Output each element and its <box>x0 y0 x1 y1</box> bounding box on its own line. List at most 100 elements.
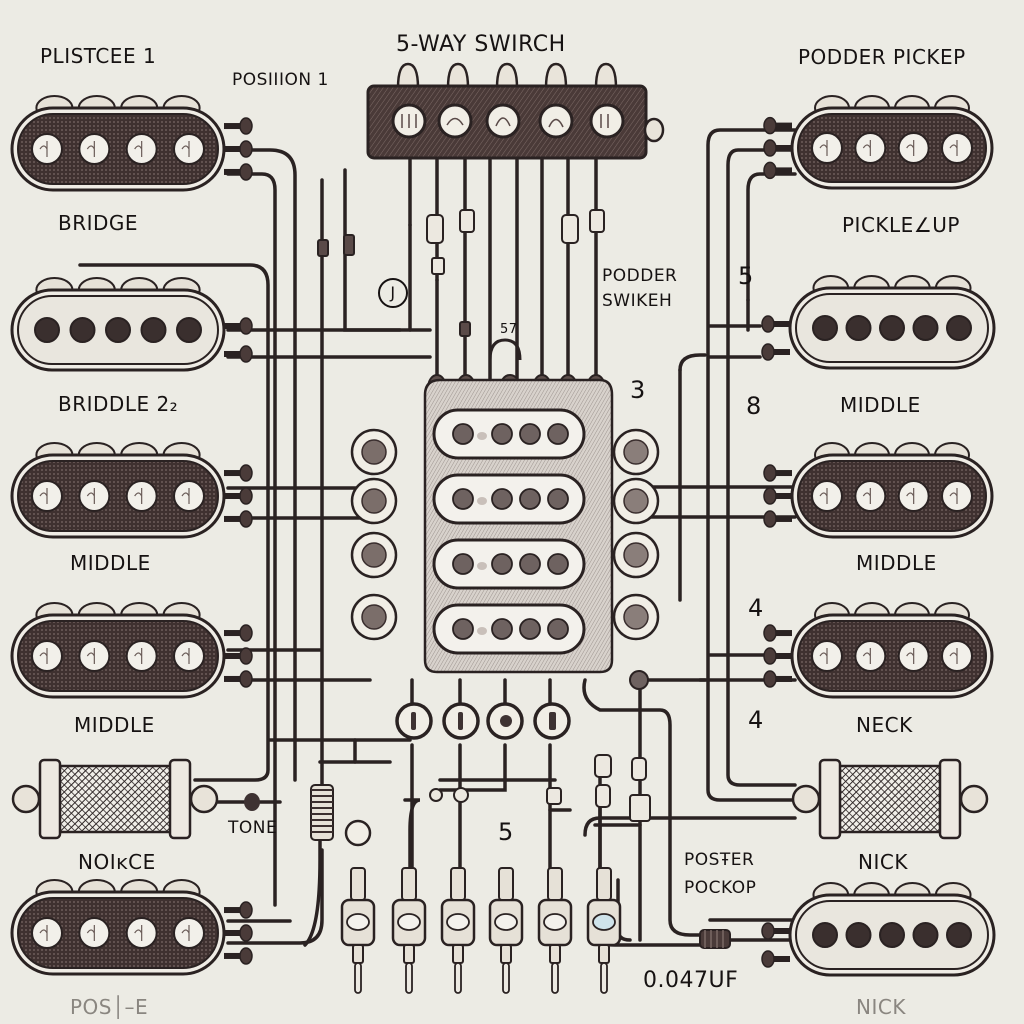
coil-endcap <box>168 758 192 840</box>
coil-crosshatch <box>838 766 942 832</box>
center-humbucker-block <box>423 374 614 674</box>
lead-connector <box>763 624 777 642</box>
selector-knobs[interactable] <box>395 702 571 740</box>
pickup-lead <box>770 630 792 637</box>
pickup-cover <box>17 897 219 969</box>
wires-bottom <box>303 678 642 947</box>
pole-mark <box>906 488 915 504</box>
tone-inductor <box>310 784 334 841</box>
pickup-lead <box>224 493 246 499</box>
coil-lug <box>959 784 989 814</box>
pickup-cover <box>797 460 987 532</box>
pole-piece <box>176 317 202 343</box>
pole-mark <box>181 648 190 664</box>
capacitor-coil <box>699 929 731 949</box>
lead-connector <box>239 487 253 505</box>
pole-mark <box>134 488 143 504</box>
pickup-lead <box>768 321 790 327</box>
tone-connector <box>244 793 260 811</box>
pickup-nick-2 <box>761 882 996 977</box>
marker-five-right: 5 <box>738 262 754 290</box>
switch-contacts <box>391 103 625 139</box>
lead-connector <box>239 117 253 135</box>
coil-endcap <box>818 758 842 840</box>
marker-four-right-1: 4 <box>748 594 764 622</box>
mini-pickups <box>432 408 586 655</box>
pickup-cover <box>17 460 219 532</box>
pole-mark <box>819 488 828 504</box>
pole-piece <box>812 922 838 948</box>
pickup-podder <box>763 95 994 190</box>
pole-mark <box>819 648 828 664</box>
pole-mark <box>819 140 828 156</box>
coil-lug <box>189 784 219 814</box>
label-nick-1: NICK <box>858 850 908 874</box>
pole-piece <box>69 317 96 343</box>
pole-piece <box>105 317 131 343</box>
pole-mark <box>181 141 190 157</box>
pole-piece <box>912 315 939 341</box>
pickup-lead <box>224 653 246 659</box>
lead-connector <box>761 950 775 968</box>
label-top-right: PODDER PICKEP <box>798 45 966 69</box>
pole-mark <box>134 925 143 941</box>
lead-connector <box>239 345 253 363</box>
pickup-bridle <box>10 277 253 372</box>
lead-connector <box>239 670 253 688</box>
pickup-lead <box>770 167 792 174</box>
coil-lug <box>791 784 821 814</box>
pole-mark <box>949 140 958 156</box>
pickup-nick <box>791 758 989 840</box>
pole-mark <box>181 925 190 941</box>
pickup-lead <box>224 930 246 936</box>
pole-piece <box>879 315 905 341</box>
pole-mark <box>39 488 48 504</box>
pole-mark <box>906 140 915 156</box>
lead-connector <box>761 343 775 361</box>
side-jacks-left <box>350 428 398 641</box>
pole-piece <box>812 315 838 341</box>
pickup-lead <box>224 907 246 914</box>
pickup-lead <box>224 675 246 682</box>
label-noice: NOIĸCE <box>78 850 156 874</box>
pickup-lead <box>768 349 790 355</box>
pickup-cover <box>17 620 219 692</box>
lead-connector <box>239 510 253 528</box>
pole-mark <box>39 648 48 664</box>
pots[interactable] <box>340 819 622 994</box>
lead-connector <box>761 315 775 333</box>
pole-mark <box>862 648 871 664</box>
lead-connector <box>763 161 777 180</box>
marker-j-text: J <box>390 283 396 302</box>
pole-piece <box>946 315 972 341</box>
pole-mark <box>949 648 958 664</box>
title-5-way-switch: 5-WAY SWIRCH <box>396 32 566 57</box>
pickup-middle-r2 <box>763 442 994 539</box>
pole-piece <box>879 922 905 948</box>
label-middle-left-2: MIDDLE <box>74 713 155 737</box>
marker-eight-right: 8 <box>746 392 762 420</box>
lead-connector <box>239 901 253 919</box>
pickup-lead <box>770 493 792 499</box>
label-poster-2: POCKOP <box>684 878 757 898</box>
label-bridge: BRIDGE <box>58 211 139 235</box>
marker-circle-j: J <box>378 278 408 308</box>
marker-four-right-2: 4 <box>748 706 764 734</box>
pole-mark <box>86 141 95 157</box>
pickup-middle-l2 <box>10 602 253 699</box>
lead-connector <box>763 510 777 528</box>
pickup-lead <box>770 675 792 682</box>
pickup-lead <box>770 470 792 477</box>
pole-mark <box>181 488 190 504</box>
marker-seven: 57 <box>500 322 518 337</box>
label-nick-2: NICK <box>856 995 906 1019</box>
switch-lugs-top <box>396 62 618 90</box>
label-podder-switch-1: PODDER <box>602 266 678 286</box>
label-middle-right-2: MIDDLE <box>856 551 937 575</box>
pole-mark <box>949 488 958 504</box>
label-top-left: PLISTCEE 1 <box>40 44 157 68</box>
pickup-lead <box>224 470 246 477</box>
pickup-lead <box>770 653 792 659</box>
five-way-switch[interactable] <box>366 62 665 160</box>
